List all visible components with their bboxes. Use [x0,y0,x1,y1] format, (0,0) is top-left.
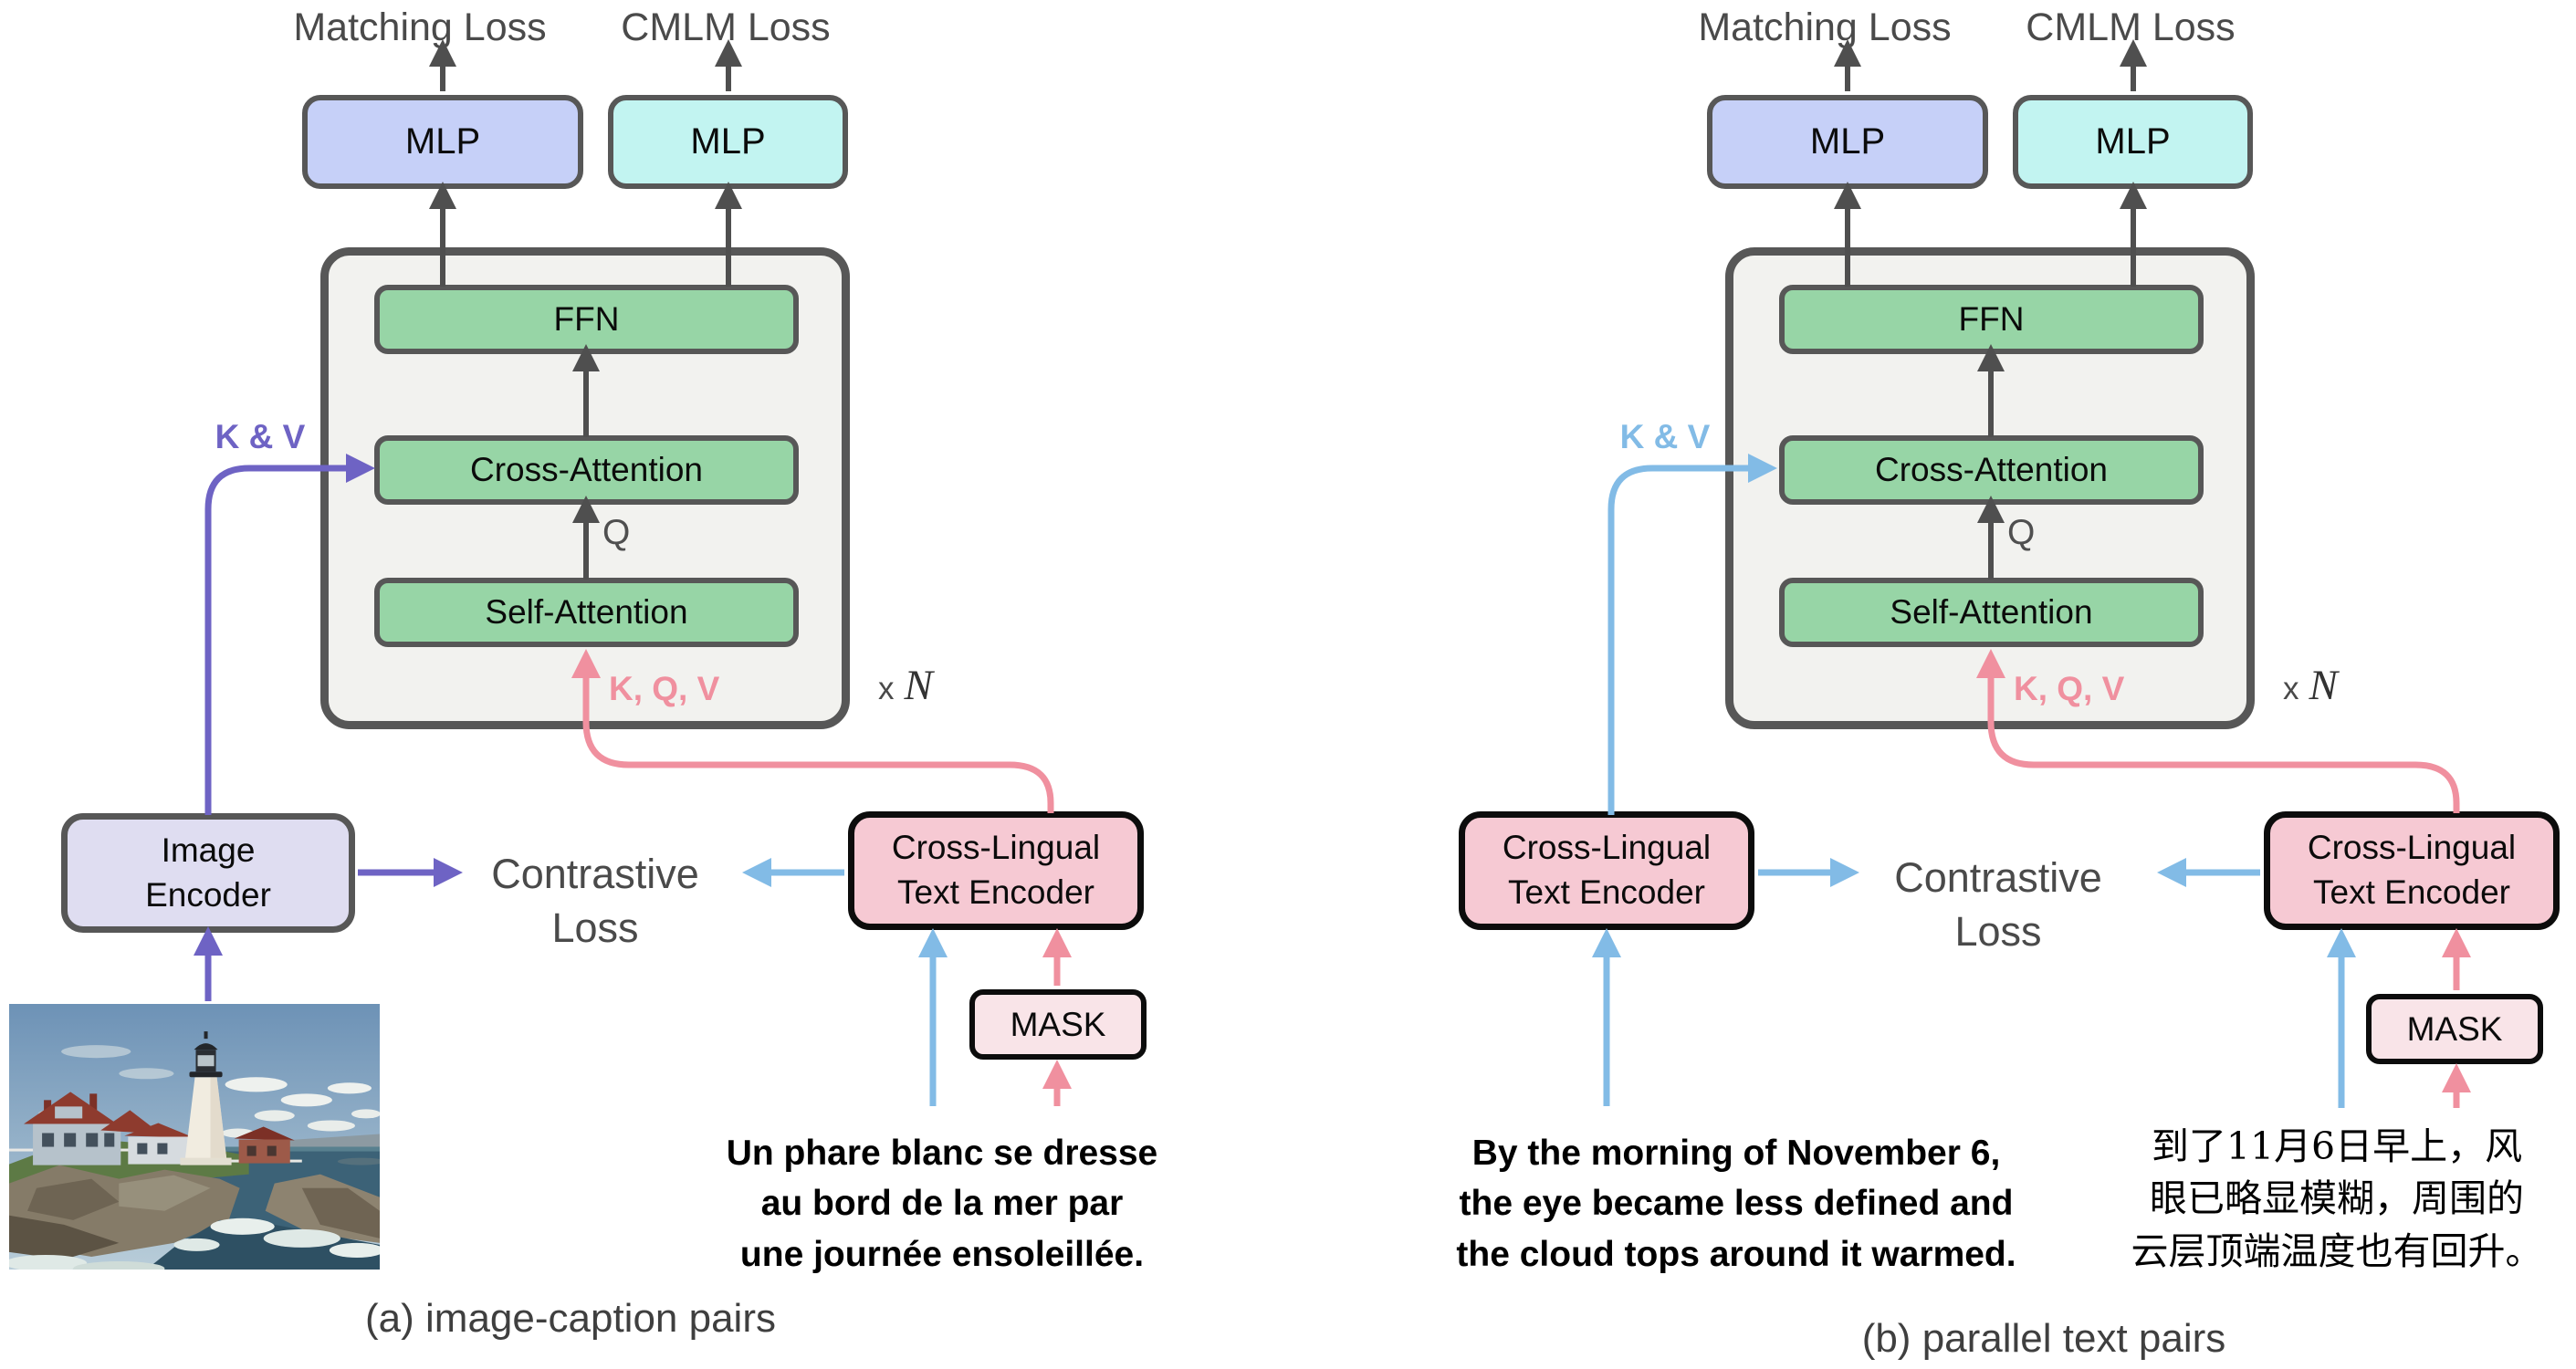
b-repeat-x: x [2283,671,2299,706]
b-text-encoder-left-line1: Cross-Lingual [1502,829,1712,867]
b-chinese-line2: 眼已略显模糊，周围的 [2150,1176,2524,1221]
b-matching-loss-label: Matching Loss [1698,5,1952,49]
b-contrastive-line2: Loss [1954,908,2042,956]
b-mask-label: MASK [2406,1009,2503,1048]
b-repeat-n-label: x N [2283,661,2338,710]
b-text-encoder-left-line2: Text Encoder [1508,873,1705,911]
a-mask-box: MASK [969,989,1147,1060]
a-cross-attention-label: Cross-Attention [470,451,703,488]
a-repeat-x: x [878,671,895,706]
a-text-encoder-box: Cross-Lingual Text Encoder [848,811,1144,930]
a-mlp-cmlm-box: MLP [608,95,848,189]
b-english-line2: the eye became less defined and [1459,1184,2014,1224]
a-cmlm-loss-label: CMLM Loss [621,5,831,49]
b-mlp-matching-box: MLP [1707,95,1988,189]
a-image-encoder-line1: Image [161,831,256,869]
a-text-encoder-line2: Text Encoder [897,873,1094,911]
a-french-line3: une journée ensoleillée. [739,1234,1145,1274]
b-chinese-text: 到了11月6日早上，风 眼已略显模糊，周围的 云层顶端温度也有回升。 [2090,1121,2576,1278]
a-contrastive-line1: Contrastive [491,851,699,897]
b-english-text: By the morning of November 6, the eye be… [1444,1128,2028,1280]
b-kv-label: K & V [1619,418,1711,455]
b-self-attention-box: Self-Attention [1779,578,2204,647]
b-mask-box: MASK [2366,994,2543,1064]
b-kqv-label: K, Q, V [2014,670,2125,707]
a-image-encoder-box: Image Encoder [61,813,355,933]
b-figure-caption: (b) parallel text pairs [1861,1316,2226,1361]
b-mlp-cmlm-label: MLP [2095,121,2171,162]
a-repeat-n: N [904,662,933,709]
a-french-line2: au bord de la mer par [760,1184,1124,1224]
a-repeat-n-label: x N [878,661,933,710]
b-chinese-line1: 到了11月6日早上，风 [2151,1124,2523,1168]
a-kqv-label: K, Q, V [609,670,720,707]
b-mlp-cmlm-box: MLP [2013,95,2253,189]
b-cmlm-loss-label: CMLM Loss [2026,5,2236,49]
b-ffn-label: FFN [1958,300,2025,338]
lighthouse-photo [4,1004,386,1277]
lighthouse-photo-art [4,1004,386,1277]
a-self-attention-box: Self-Attention [374,578,799,647]
a-cross-attention-box: Cross-Attention [374,435,799,505]
a-kv-label: K & V [215,418,306,455]
a-mlp-matching-label: MLP [404,121,481,162]
a-mask-label: MASK [1010,1005,1106,1043]
a-figure-caption: (a) image-caption pairs [365,1296,776,1341]
a-matching-loss-label: Matching Loss [293,5,547,49]
a-mlp-matching-box: MLP [302,95,583,189]
a-mlp-cmlm-label: MLP [690,121,766,162]
b-english-line1: By the morning of November 6, [1471,1134,2001,1173]
b-cross-attention-box: Cross-Attention [1779,435,2204,505]
b-q-label: Q [2007,513,2036,552]
a-contrastive-line2: Loss [551,904,639,952]
b-ffn-box: FFN [1779,285,2204,354]
b-english-line3: the cloud tops around it warmed. [1456,1234,2016,1274]
a-image-encoder-line2: Encoder [145,875,271,914]
b-self-attention-label: Self-Attention [1890,593,2093,631]
b-cross-attention-label: Cross-Attention [1875,451,2108,488]
b-chinese-line3: 云层顶端温度也有回升。 [2131,1228,2543,1273]
a-self-attention-label: Self-Attention [485,593,688,631]
a-q-label: Q [602,513,631,552]
b-text-encoder-right-line1: Cross-Lingual [2307,829,2517,867]
b-repeat-n: N [2309,662,2338,709]
b-text-encoder-right-box: Cross-Lingual Text Encoder [2264,811,2560,930]
a-text-encoder-line1: Cross-Lingual [891,829,1101,867]
b-contrastive-line1: Contrastive [1894,854,2102,901]
a-ffn-label: FFN [553,300,620,338]
a-french-caption: Un phare blanc se dresse au bord de la m… [705,1128,1179,1280]
a-ffn-box: FFN [374,285,799,354]
b-text-encoder-left-box: Cross-Lingual Text Encoder [1459,811,1754,930]
b-text-encoder-right-line2: Text Encoder [2313,873,2510,911]
a-contrastive-loss-label: Contrastive Loss [431,847,759,956]
b-contrastive-loss-label: Contrastive Loss [1834,851,2162,959]
a-french-line1: Un phare blanc se dresse [726,1134,1158,1173]
b-mlp-matching-label: MLP [1809,121,1886,162]
